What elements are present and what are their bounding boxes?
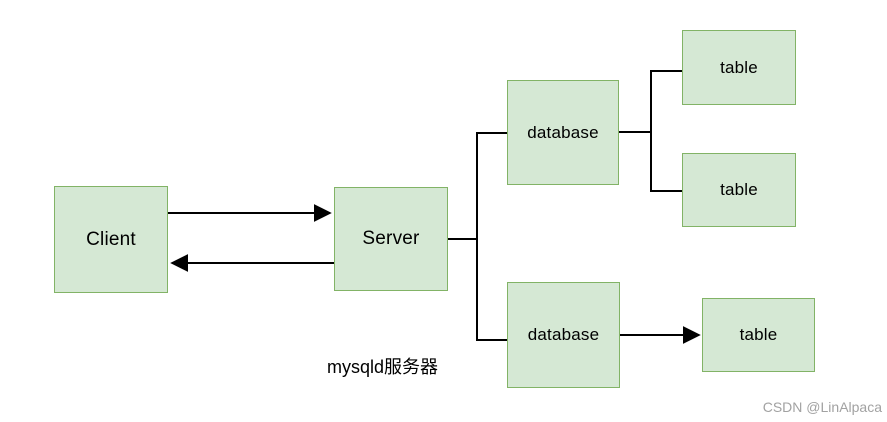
node-server: Server	[334, 187, 448, 291]
node-database-bottom: database	[507, 282, 620, 388]
node-table-bottom-label: table	[739, 325, 778, 344]
node-table-top-2-label: table	[720, 180, 758, 199]
csdn-watermark: CSDN @LinAlpaca	[762, 399, 882, 415]
node-table-top-1: table	[682, 30, 796, 105]
node-client-label: Client	[86, 228, 136, 250]
node-client: Client	[54, 186, 168, 293]
node-table-bottom: table	[702, 298, 815, 372]
node-database-bottom-label: database	[527, 325, 600, 344]
node-database-top-label: database	[527, 122, 599, 142]
edge-database-top-to-tables-bracket	[650, 70, 682, 192]
diagram-annotation: mysqld服务器	[327, 357, 439, 377]
node-database-top: database	[507, 80, 619, 185]
node-server-label: Server	[362, 228, 420, 249]
edge-server-to-databases-bracket	[476, 132, 507, 341]
node-table-top-1-label: table	[720, 57, 758, 77]
node-table-top-2: table	[682, 153, 796, 227]
